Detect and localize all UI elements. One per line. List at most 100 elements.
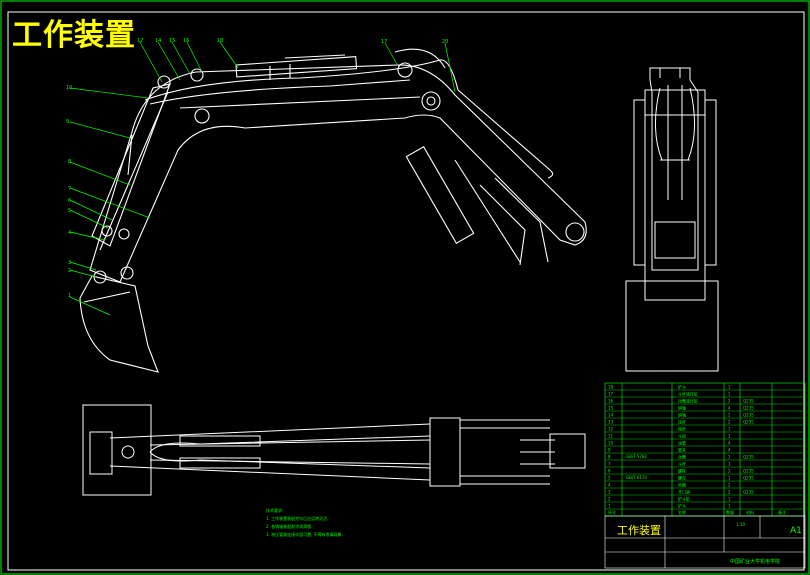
parts-row-qty: 2	[728, 489, 731, 494]
balloon-20: 20	[442, 39, 448, 45]
top-foot	[429, 417, 461, 487]
title-block	[604, 515, 806, 569]
parts-row-qty: 1	[728, 496, 731, 501]
parts-row-no: 18	[608, 384, 614, 389]
parts-row-name: 斗杆	[678, 460, 686, 466]
title-block-name: 工作装置	[617, 524, 661, 537]
inner-frame	[7, 11, 805, 571]
parts-row-name: 斗杆液压缸	[678, 390, 698, 396]
stick-link	[99, 91, 169, 251]
pin-boom-foot-inner	[426, 96, 436, 106]
parts-std-2: GB/T 6170	[626, 475, 648, 480]
parts-row-material: Q235	[743, 475, 754, 480]
balloon-1: 1	[68, 293, 71, 299]
balloon-12: 12	[137, 38, 143, 44]
bucket-outline	[79, 275, 159, 373]
balloon-15: 15	[169, 38, 175, 44]
top-boom	[109, 423, 431, 481]
top-ports	[520, 439, 555, 465]
parts-row-no: 13	[608, 419, 614, 424]
parts-row-qty: 1	[728, 384, 731, 389]
parts-row-name: 动臂	[678, 453, 686, 459]
parts-row-no: 6	[608, 468, 611, 473]
pin-cylinder-head	[397, 62, 413, 78]
parts-row-name: 动臂液压缸	[678, 397, 698, 403]
notes-item-3: 3. 液压管路连接牢固可靠, 不得有渗漏现象.	[266, 532, 343, 537]
parts-row-material: Q235	[743, 468, 754, 473]
top-base	[549, 433, 586, 469]
front-bucket	[625, 280, 719, 372]
parts-row-no: 15	[608, 405, 614, 410]
parts-row-name: 销轴	[678, 411, 686, 417]
side-view	[79, 48, 587, 373]
balloon-4: 4	[68, 230, 71, 236]
top-bucket-hinge	[89, 431, 113, 475]
parts-row-name: 管夹	[678, 446, 686, 452]
pin-stick-lower	[101, 225, 113, 237]
parts-header-qty: 数量	[726, 509, 734, 515]
parts-list	[604, 382, 806, 517]
bucket-cylinder	[127, 134, 133, 176]
parts-row-material: Q235	[743, 489, 754, 494]
top-cyl-a	[179, 435, 261, 447]
pin-stick-link	[118, 228, 130, 240]
parts-row-no: 8	[608, 454, 611, 459]
drawing-title: 工作装置	[12, 18, 136, 53]
pin-link	[120, 266, 134, 280]
front-joint	[654, 221, 696, 259]
parts-list-frame	[604, 382, 806, 517]
parts-header-name: 名称	[678, 509, 686, 515]
parts-row-qty: 2	[728, 412, 731, 417]
parts-row-material: Q235	[743, 419, 754, 424]
balloon-16: 16	[183, 38, 189, 44]
boom-cylinder-rod	[454, 159, 521, 263]
balloon-6: 6	[68, 198, 71, 204]
notes-heading: 技术要求:	[266, 508, 284, 513]
balloon-10: 10	[66, 85, 72, 91]
parts-row-material: Q235	[743, 412, 754, 417]
parts-header-material: 材料	[746, 509, 754, 515]
balloon-3: 3	[68, 260, 71, 266]
balloon-17: 17	[381, 39, 387, 45]
hose-lower	[149, 79, 411, 105]
parts-row-material: Q235	[743, 405, 754, 410]
cylinder-rings	[269, 64, 291, 80]
parts-row-no: 4	[608, 482, 611, 487]
title-block-ratio: 1:10	[736, 522, 745, 527]
parts-row-name: 螺栓	[678, 467, 686, 473]
hose-upper	[144, 59, 554, 179]
parts-row-qty: 2	[728, 419, 731, 424]
boom-cylinder	[405, 145, 475, 245]
hose-base	[479, 177, 549, 266]
top-cyl-b	[179, 457, 261, 469]
notes-item-1: 1. 工作装置装配完毕后应运转灵活.	[266, 516, 329, 521]
parts-row-name: 连杆	[678, 418, 686, 424]
boom-outline	[89, 64, 587, 283]
title-block-school: 中国矿业大学机电学院	[730, 558, 780, 565]
leader-lines	[69, 41, 456, 316]
parts-row-qty: 2	[728, 398, 731, 403]
pin-boom-top	[190, 68, 204, 82]
pin-boom-mid	[194, 108, 210, 124]
front-boom-head	[644, 68, 706, 116]
parts-row-no: 11	[608, 433, 614, 438]
hose-top	[284, 48, 446, 69]
top-view	[82, 404, 586, 496]
pin-bucket	[93, 270, 107, 284]
stick-outline	[91, 83, 171, 247]
technical-notes: 技术要求: 1. 工作装置装配完毕后应运转灵活. 2. 各销轴装配前涂润滑脂. …	[266, 507, 343, 539]
parts-row-no: 17	[608, 391, 614, 396]
parts-row-qty: 4	[728, 440, 731, 445]
parts-row-name: 油管	[678, 439, 686, 445]
parts-row-name: 垫圈	[678, 481, 686, 487]
balloon-2: 2	[68, 268, 71, 274]
parts-row-no: 5	[608, 475, 611, 480]
parts-header-no: 序号	[608, 509, 616, 515]
parts-header-note: 备注	[778, 509, 786, 515]
top-pin	[121, 445, 135, 459]
top-bucket	[82, 404, 152, 496]
balloon-5: 5	[68, 208, 71, 214]
balloon-8: 8	[68, 159, 71, 165]
balloon-18: 18	[217, 38, 223, 44]
